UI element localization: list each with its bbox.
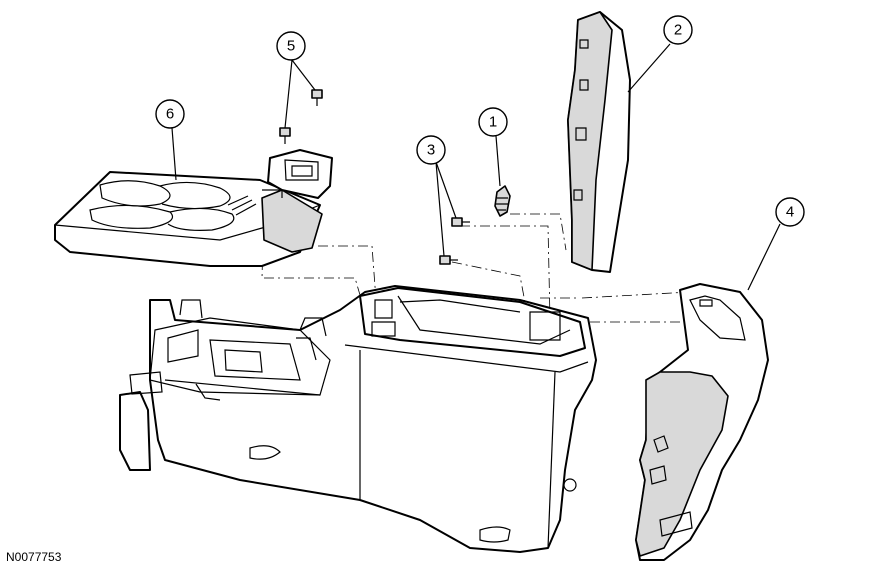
console-base-assembly <box>119 285 597 553</box>
callout-5: 5 <box>276 31 306 61</box>
callout-6: 6 <box>155 99 185 129</box>
callout-3: 3 <box>416 135 446 165</box>
part-1-clip <box>494 185 511 217</box>
part-2-side-panel <box>567 11 631 273</box>
callout-4: 4 <box>775 197 805 227</box>
callout-2: 2 <box>663 15 693 45</box>
callout-5-label: 5 <box>287 38 295 55</box>
part-6-cup-holder-panel <box>54 149 333 267</box>
callout-2-label: 2 <box>674 22 682 39</box>
callout-6-label: 6 <box>166 106 174 123</box>
callout-3-label: 3 <box>427 142 435 159</box>
part-5-screws <box>279 89 323 144</box>
callout-1: 1 <box>478 107 508 137</box>
callout-1-label: 1 <box>489 114 497 131</box>
callout-4-label: 4 <box>786 204 794 221</box>
part-4-rear-panel <box>635 283 769 561</box>
part-3-screws <box>439 217 470 265</box>
figure-id: N0077753 <box>6 550 62 564</box>
callout-leader-lines <box>171 43 781 291</box>
alignment-guide-lines <box>261 213 691 323</box>
